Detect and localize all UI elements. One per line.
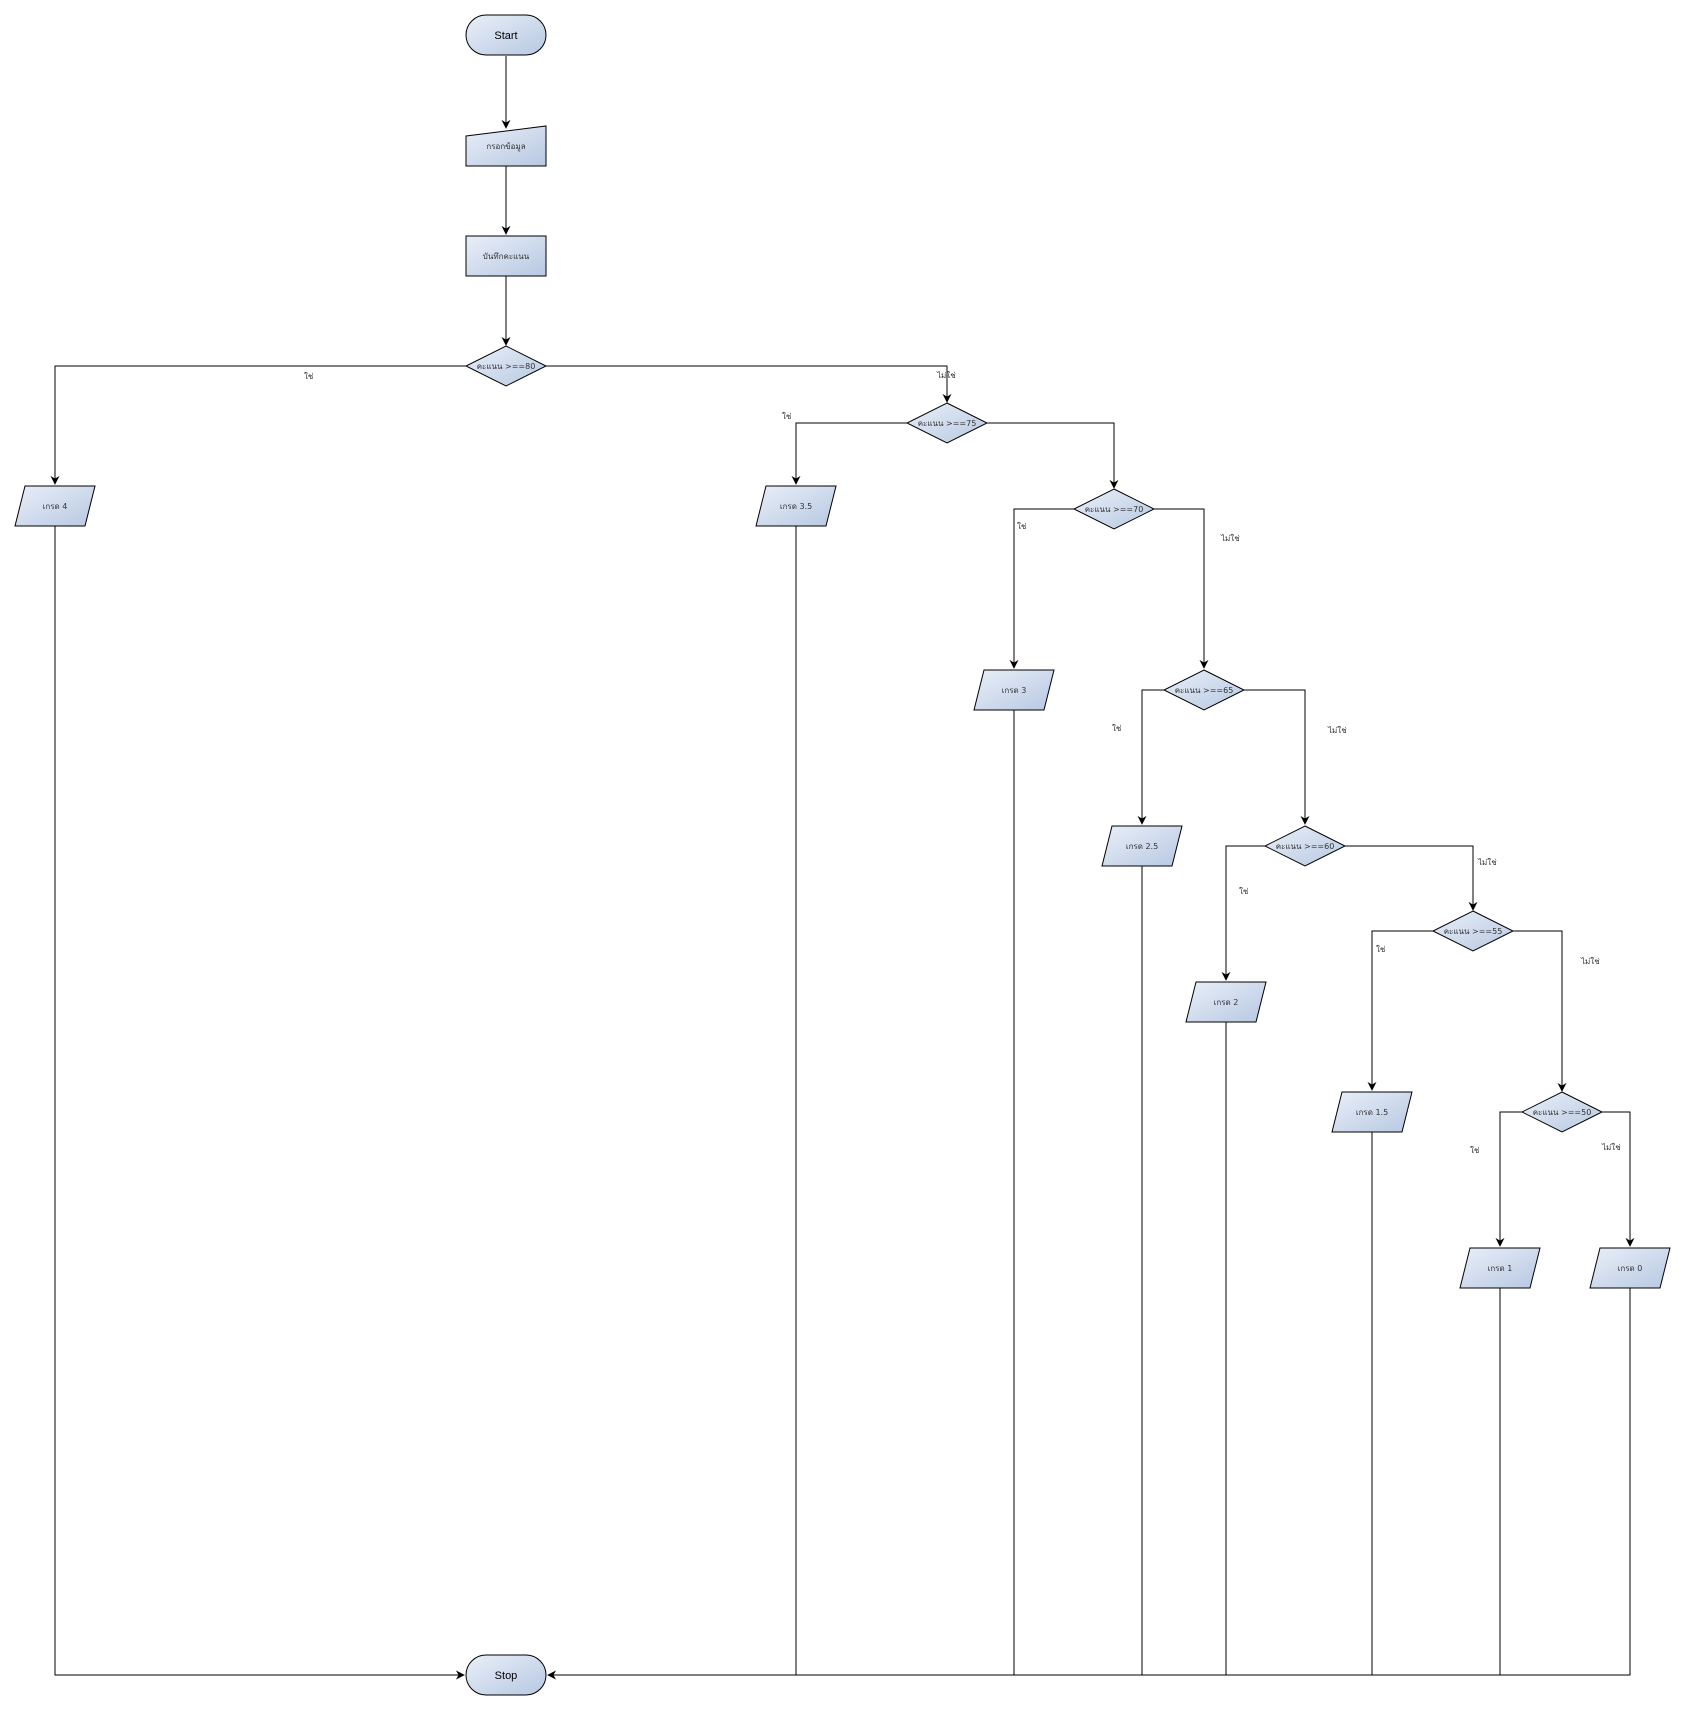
grade-3-output: เกรด 3 [973,669,1055,711]
label-d60-no: ไม่ใช่ [1477,858,1497,867]
decision-50: คะแนน >==50 [1520,1091,1604,1133]
grade-15-output: เกรด 1.5 [1331,1091,1413,1133]
decision-55: คะแนน >==55 [1431,910,1515,952]
grade-4-label: เกรด 4 [43,502,68,511]
stop-label: Stop [495,1670,518,1682]
edge-labels: ใช่ ไม่ใช่ ใช่ ใช่ ไม่ใช่ ใช่ ไม่ใช่ ใช่… [304,371,1621,1155]
start-terminator: Start [465,14,547,56]
edge-d55-no [1513,930,1567,1092]
grade-1-output: เกรด 1 [1459,1247,1541,1289]
edge-d80-yes [50,365,466,485]
grade-35-output: เกรด 3.5 [755,485,837,527]
label-d80-no: ไม่ใช่ [936,371,956,380]
edge-d70-no [1154,508,1209,669]
grade-2-output: เกรด 2 [1185,981,1267,1023]
input-node: กรอกข้อมูล [465,125,547,167]
label-d55-yes: ใช่ [1376,945,1386,954]
stop-terminator: Stop [465,1654,547,1696]
edge-d50-no [1602,1111,1635,1247]
input-node-label: กรอกข้อมูล [486,142,525,152]
label-d60-yes: ใช่ [1239,887,1249,896]
decision-55-label: คะแนน >==55 [1444,927,1503,936]
edge-g0-stop [547,1288,1631,1680]
decision-80: คะแนน >==80 [464,345,548,387]
grade-25-label: เกรด 2.5 [1126,842,1158,851]
grade-4-output: เกรด 4 [14,485,96,527]
decision-60: คะแนน >==60 [1263,825,1347,867]
record-node: บันทึกคะแนน [465,235,547,277]
decision-75-label: คะแนน >==75 [918,419,977,428]
record-node-label: บันทึกคะแนน [483,252,530,261]
label-d65-yes: ใช่ [1112,724,1122,733]
grade-25-output: เกรด 2.5 [1101,825,1183,867]
decision-50-label: คะแนน >==50 [1533,1108,1592,1117]
label-d50-no: ไม่ใช่ [1601,1143,1621,1152]
edge-d60-yes [1221,845,1265,981]
edge-g4-stop [54,526,465,1680]
decision-60-label: คะแนน >==60 [1276,842,1335,851]
decision-65-label: คะแนน >==65 [1175,686,1234,695]
edge-d70-yes [1009,508,1074,669]
label-d80-yes: ใช่ [304,372,314,381]
label-d65-no: ไม่ใช่ [1327,726,1347,735]
grade-1-label: เกรด 1 [1488,1264,1513,1273]
grade-35-label: เกรด 3.5 [780,502,812,511]
decision-70: คะแนน >==70 [1072,488,1156,530]
edge-d65-no [1244,689,1310,825]
edge-d80-no [546,365,952,403]
edge-d65-yes [1137,689,1164,825]
edge-d50-yes [1495,1111,1522,1247]
edge-d75-no [987,422,1119,489]
label-d55-no: ไม่ใช่ [1580,957,1600,966]
grade-2-label: เกรด 2 [1214,998,1239,1007]
grade-3-label: เกรด 3 [1002,686,1027,695]
label-d50-yes: ใช่ [1470,1146,1480,1155]
edge-d55-yes [1367,930,1433,1091]
decision-70-label: คะแนน >==70 [1085,505,1144,514]
connectors [50,56,1635,1680]
decision-65: คะแนน >==65 [1162,669,1246,711]
label-d70-yes: ใช่ [1017,522,1027,531]
start-label: Start [494,30,517,42]
edge-d75-yes [791,422,907,485]
decision-80-label: คะแนน >==80 [477,362,536,371]
decision-75: คะแนน >==75 [905,402,989,444]
grade-0-output: เกรด 0 [1589,1247,1671,1289]
grade-15-label: เกรด 1.5 [1356,1108,1388,1117]
grade-0-label: เกรด 0 [1618,1264,1643,1273]
edge-d60-no [1345,845,1478,911]
label-d70-no: ไม่ใช่ [1220,534,1240,543]
label-d75-yes: ใช่ [782,412,792,421]
